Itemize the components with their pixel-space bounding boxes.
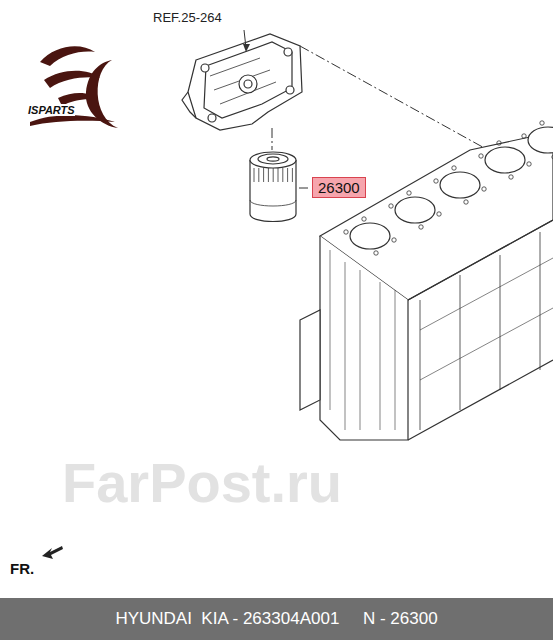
oil-filter [250, 152, 296, 222]
oil-cooler-housing [182, 34, 302, 130]
callout-number: 26300 [318, 179, 360, 196]
engine-block [300, 121, 553, 440]
mounting-centerline [300, 46, 488, 150]
ref-arrowhead [243, 44, 250, 52]
front-label: FR. [10, 560, 34, 577]
part-number-text: HYUNDAI KIA - 263304A001 N - 26300 [115, 609, 437, 629]
filter-centerline [272, 128, 273, 150]
callout-leader [299, 188, 308, 189]
front-arrow [42, 546, 63, 559]
ref-label: REF.25-264 [153, 10, 222, 25]
watermark: FarPost.ru [62, 450, 342, 515]
callout-box: 26300 [312, 177, 366, 198]
part-number-bar: HYUNDAI KIA - 263304A001 N - 26300 [0, 598, 553, 640]
logo-text: ISPARTS [28, 104, 75, 116]
